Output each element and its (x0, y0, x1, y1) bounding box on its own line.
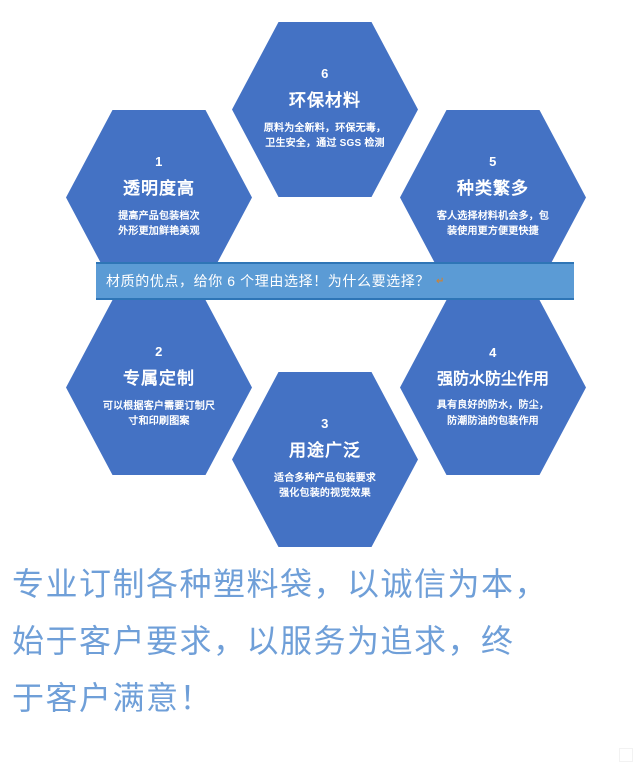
hexagon-card-3[interactable]: 3 用途广泛 适合多种产品包装要求 强化包装的视觉效果 (232, 372, 418, 547)
hexagon-desc-line: 具有良好的防水，防尘， (436, 400, 550, 412)
slogan-line-1: 专业订制各种塑料袋，以诚信为本， (12, 565, 549, 603)
corner-watermark (619, 748, 633, 762)
hexagon-title-6: 环保材料 (289, 91, 361, 111)
hexagon-title-3: 用途广泛 (289, 441, 361, 461)
hexagon-desc-3: 适合多种产品包装要求 强化包装的视觉效果 (274, 471, 376, 502)
hexagon-desc-line: 卫生安全，通过 SGS 检测 (265, 138, 385, 150)
slogan-line-3: 于客户满意！ (12, 679, 214, 717)
hexagon-number-6: 6 (321, 66, 329, 82)
hexagon-number-5: 5 (489, 154, 497, 170)
hexagon-desc-line: 防潮防油的包装作用 (447, 415, 539, 427)
pilcrow-icon: ↵ (435, 275, 445, 287)
hexagon-card-4[interactable]: 4 强防水防尘作用 具有良好的防水，防尘， 防潮防油的包装作用 (400, 300, 586, 475)
hexagon-desc-5: 客人选择材料机会多，包 装使用更方便更快捷 (437, 209, 549, 240)
hexagon-desc-line: 提高产品包装档次 (118, 210, 200, 222)
hexagon-card-2[interactable]: 2 专属定制 可以根据客户需要订制尺 寸和印刷图案 (66, 300, 252, 475)
hexagon-desc-line: 寸和印刷图案 (128, 416, 190, 428)
hexagon-desc-line: 强化包装的视觉效果 (279, 488, 371, 500)
hexagon-title-2: 专属定制 (123, 369, 195, 389)
hexagon-card-5[interactable]: 5 种类繁多 客人选择材料机会多，包 装使用更方便更快捷 (400, 110, 586, 285)
hexagon-card-6[interactable]: 6 环保材料 原料为全新料，环保无毒， 卫生安全，通过 SGS 检测 (232, 22, 418, 197)
hexagon-desc-6: 原料为全新料，环保无毒， 卫生安全，通过 SGS 检测 (264, 121, 386, 152)
hexagon-number-3: 3 (321, 416, 329, 432)
hexagon-title-4: 强防水防尘作用 (436, 370, 549, 388)
hexagon-desc-line: 可以根据客户需要订制尺 (102, 400, 216, 412)
hexagon-desc-line: 客人选择材料机会多，包 (436, 210, 550, 222)
hexagon-title-1: 透明度高 (123, 179, 195, 199)
center-banner-text: 材质的优点，给你 6 个理由选择！为什么要选择？ (106, 273, 430, 289)
hexagon-desc-line: 外形更加鲜艳美观 (118, 226, 200, 238)
hexagon-number-1: 1 (155, 154, 163, 170)
hexagon-desc-1: 提高产品包装档次 外形更加鲜艳美观 (118, 209, 200, 240)
hexagon-desc-2: 可以根据客户需要订制尺 寸和印刷图案 (103, 399, 215, 430)
hexagon-title-5: 种类繁多 (457, 179, 529, 199)
hexagon-desc-line: 适合多种产品包装要求 (274, 472, 376, 484)
hexagon-card-1[interactable]: 1 透明度高 提高产品包装档次 外形更加鲜艳美观 (66, 110, 252, 285)
hexagon-number-2: 2 (155, 344, 163, 360)
hexagon-desc-4: 具有良好的防水，防尘， 防潮防油的包装作用 (437, 398, 549, 429)
slogan-line-2: 始于客户要求，以服务为追求，终 (12, 622, 515, 660)
bottom-slogan: 专业订制各种塑料袋，以诚信为本， 始于客户要求，以服务为追求，终 于客户满意！ (0, 556, 639, 727)
hexagon-number-4: 4 (489, 344, 497, 360)
hexagon-desc-line: 原料为全新料，环保无毒， (263, 122, 387, 134)
hexagon-desc-line: 装使用更方便更快捷 (447, 226, 539, 238)
hexagon-infographic: 6 环保材料 原料为全新料，环保无毒， 卫生安全，通过 SGS 检测 1 透明度… (66, 22, 586, 547)
center-banner[interactable]: 材质的优点，给你 6 个理由选择！为什么要选择？ ↵ (96, 262, 574, 300)
